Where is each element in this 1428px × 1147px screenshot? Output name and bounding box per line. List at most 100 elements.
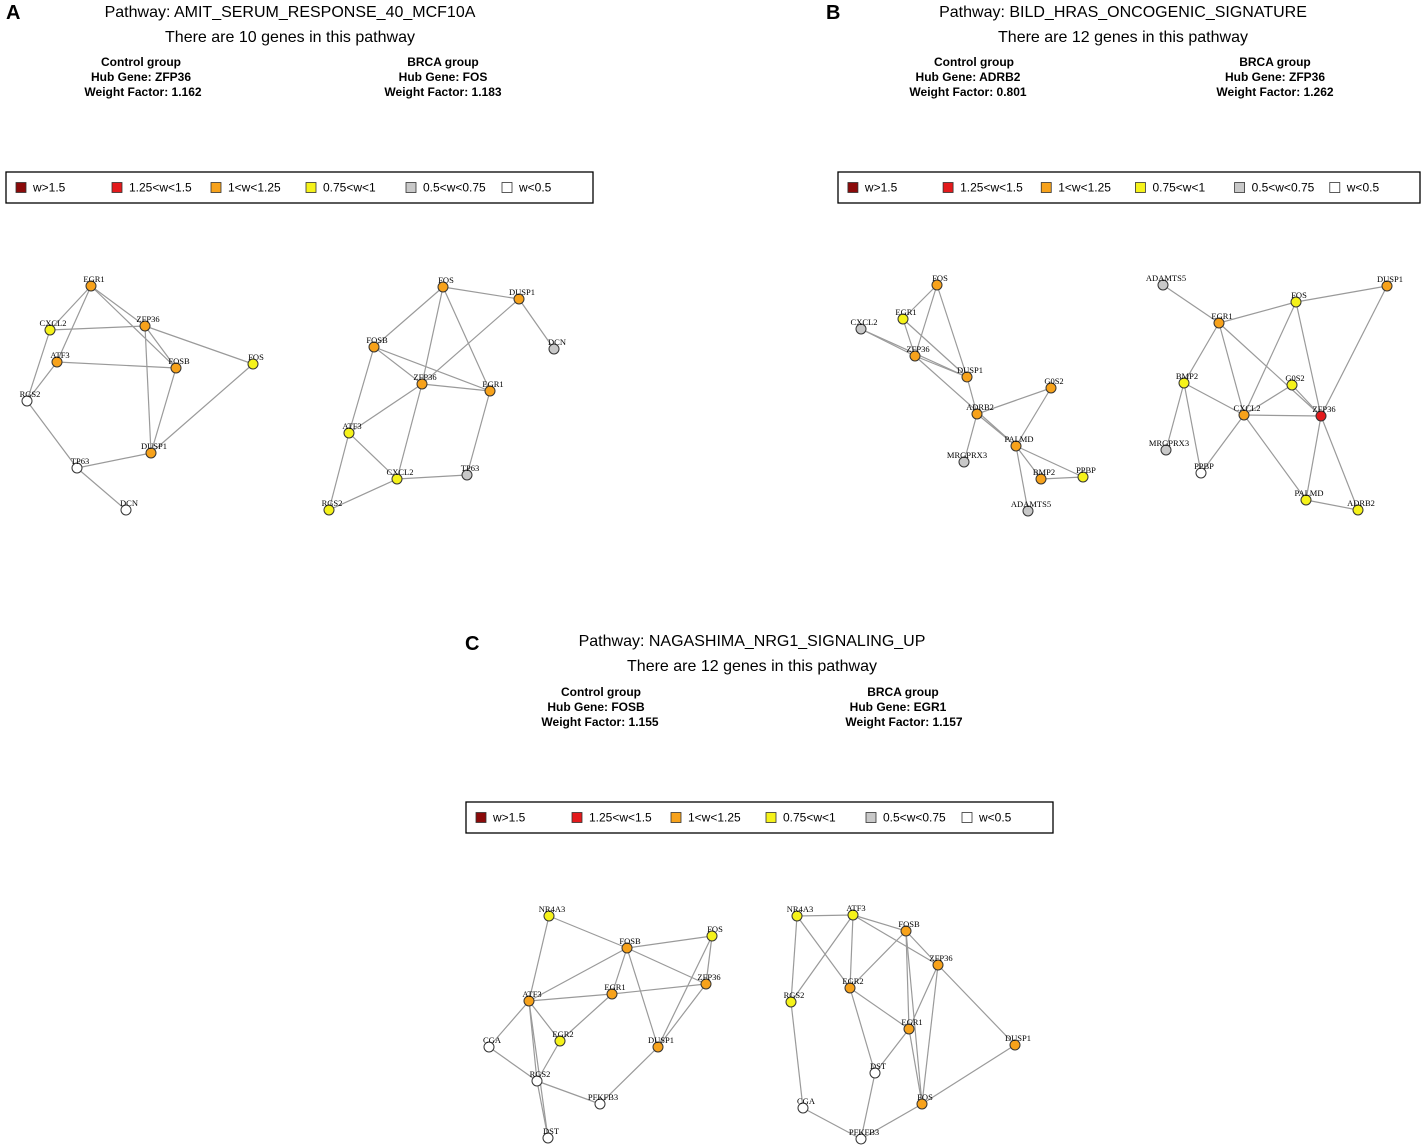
node-circle: [483, 1041, 495, 1053]
node-label: ADRB2: [966, 402, 994, 412]
node-rgs2: RGS2: [322, 498, 342, 516]
node-label: EGR2: [842, 976, 863, 986]
node-dst: DST: [542, 1126, 560, 1144]
edges: [26, 285, 254, 511]
legend-label: w>1.5: [492, 811, 526, 825]
edge-palmd-adrb2: [1305, 499, 1359, 511]
node-circle: [71, 462, 83, 474]
node-circle: [785, 996, 797, 1008]
node-label: FOS: [707, 924, 723, 934]
node-mrgprx3: MRGPRX3: [1149, 438, 1189, 456]
node-label: FOS: [932, 273, 948, 283]
node-label: FOSB: [168, 356, 190, 366]
node-egr1: EGR1: [1211, 311, 1233, 329]
node-circle: [1352, 504, 1364, 516]
node-circle: [531, 1075, 543, 1087]
brca-group-label: BRCA group: [1239, 55, 1311, 69]
legend-box: [837, 171, 1421, 204]
edge-zfp36-fos: [921, 964, 939, 1105]
edge-fos-zfp36: [914, 284, 938, 357]
edge-atf3-rgs2: [26, 361, 58, 402]
node-label: DCN: [120, 498, 138, 508]
panel-c: C Pathway: NAGASHIMA_NRG1_SIGNALING_UP T…: [465, 633, 1054, 1145]
node-zfp36: ZFP36: [929, 953, 953, 971]
edge-fosb-dusp1: [626, 947, 659, 1048]
edge-fos-dusp1: [150, 363, 254, 454]
legend-label: w<0.5: [1346, 181, 1380, 195]
node-circle: [548, 343, 560, 355]
node-palmd: PALMD: [1005, 434, 1033, 452]
edge-palmd-bmp2: [1015, 445, 1042, 480]
node-zfp36: ZFP36: [906, 344, 930, 362]
brca-group-label: BRCA group: [407, 55, 479, 69]
node-circle: [1300, 494, 1312, 506]
node-egr1: EGR1: [83, 274, 105, 292]
node-atf3: ATF3: [50, 350, 70, 368]
edge-bmp2-ppbp: [1040, 476, 1084, 480]
node-adrb2: ADRB2: [966, 402, 994, 420]
node-dusp1: DUSP1: [1005, 1033, 1031, 1051]
node-label: CXCL2: [851, 317, 878, 327]
node-circle: [44, 324, 56, 336]
control-network: FOSEGR1CXCL2ZFP36DUSP1G0S2ADRB2PALMDMRGP…: [851, 273, 1096, 517]
node-circle: [85, 280, 97, 292]
node-label: EGR1: [482, 379, 503, 389]
node-circle: [1077, 471, 1089, 483]
edge-dusp1-adrb2: [966, 376, 978, 415]
legend-label: 0.5<w<0.75: [883, 811, 946, 825]
node-label: CXCL2: [40, 318, 67, 328]
node-label: TP63: [71, 456, 89, 466]
node-label: MRGPRX3: [947, 450, 987, 460]
node-cxcl2: CXCL2: [387, 467, 413, 485]
node-ppbp: PPBP: [1194, 461, 1214, 479]
edge-rgs2-cga: [790, 1001, 804, 1109]
edge-zfp36-dusp1: [657, 983, 707, 1048]
node-circle: [554, 1035, 566, 1047]
node-g0s2: G0S2: [1285, 373, 1305, 391]
edge-fosb-zfp36: [626, 947, 707, 985]
edge-cxcl2-zfp36: [49, 325, 146, 331]
edge-adamts5-egr1: [1162, 284, 1220, 324]
node-tp63: TP63: [71, 456, 89, 474]
edge-tp63-dcn: [76, 467, 127, 511]
node-circle: [1315, 410, 1327, 422]
edge-rgs2-pfkfb3: [536, 1080, 601, 1105]
edge-fosb-atf3: [528, 947, 628, 1002]
node-circle: [971, 408, 983, 420]
edge-fosb-fos: [626, 935, 713, 949]
edge-g0s2-zfp36: [1291, 384, 1322, 417]
edge-nr4a3-atf3: [528, 915, 550, 1002]
node-label: ATF3: [342, 421, 361, 431]
legend-label: w>1.5: [864, 181, 898, 195]
edge-palmd-ppbp: [1015, 445, 1084, 478]
node-nr4a3: NR4A3: [787, 904, 813, 922]
legend-swatch: [942, 182, 954, 193]
node-label: DCN: [548, 337, 566, 347]
edge-egr1-egr2: [559, 993, 613, 1042]
brca-hub-gene: Hub Gene: EGR1: [850, 700, 947, 714]
node-dusp1: DUSP1: [957, 365, 983, 383]
legend-swatch: [475, 812, 487, 823]
edge-egr2-dst: [849, 987, 876, 1074]
edge-g0s2-palmd: [1015, 387, 1052, 447]
edge-bmp2-cxcl2: [1183, 382, 1245, 416]
legend-label: 0.5<w<0.75: [423, 181, 486, 195]
node-label: ADRB2: [1347, 498, 1375, 508]
legend-label: w>1.5: [32, 181, 66, 195]
edge-atf3-rgs2: [790, 914, 854, 1003]
edge-dusp1-zfp36: [1320, 285, 1388, 417]
edge-fosb-egr1: [373, 346, 491, 392]
node-label: EGR2: [552, 1029, 573, 1039]
node-circle: [1286, 379, 1298, 391]
brca-group-label: BRCA group: [867, 685, 939, 699]
node-circle: [1381, 280, 1393, 292]
node-egr1: EGR1: [895, 307, 917, 325]
edge-dusp1-pfkfb3: [599, 1046, 659, 1105]
edge-fos-dusp1: [921, 1044, 1016, 1105]
node-circle: [1022, 505, 1034, 517]
edge-nr4a3-egr2: [796, 915, 851, 989]
edge-fos-egr1: [1218, 301, 1297, 324]
node-label: PPBP: [1076, 465, 1096, 475]
